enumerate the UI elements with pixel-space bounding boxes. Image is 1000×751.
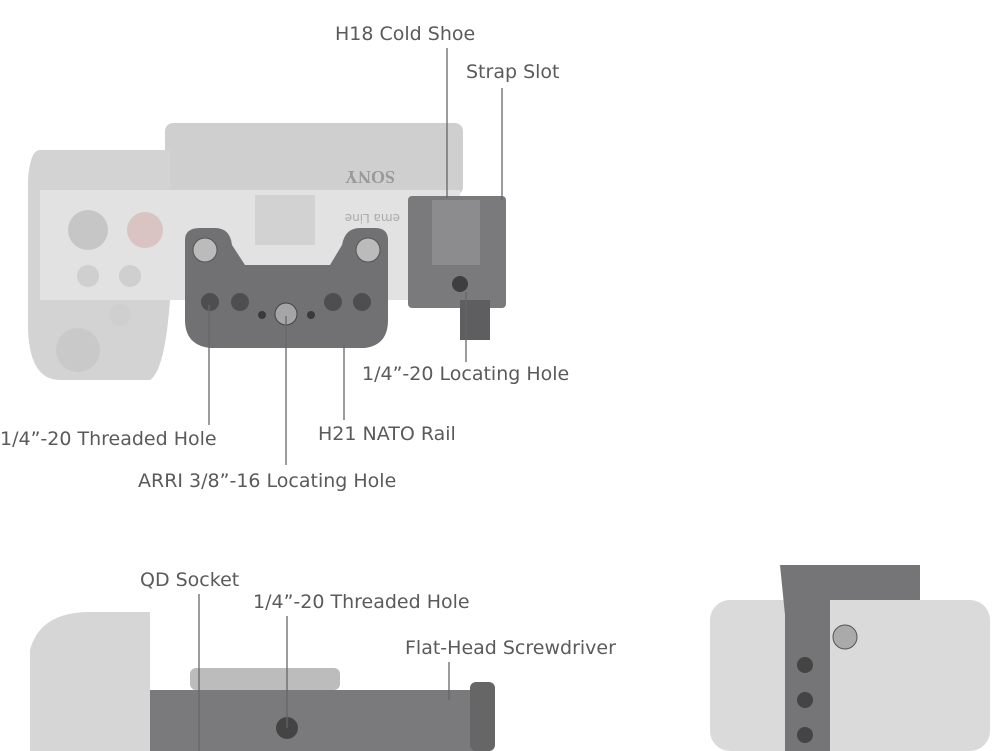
callout-cold-shoe: H18 Cold Shoe [335,23,476,45]
camera-model-text: ema Line [345,211,400,225]
callout-arri-hole: ARRI 3/8”-16 Locating Hole [138,470,397,492]
callout-screwdriver: Flat-Head Screwdriver [405,637,616,659]
nato-rail-plate [185,228,388,348]
camera-brand: SONY [345,167,395,187]
callout-threaded-hole: 1/4”-20 Threaded Hole [0,428,217,450]
camera-side-view [710,565,990,751]
leader-lines [198,48,503,751]
callout-nato-rail: H21 NATO Rail [318,423,456,445]
callout-bottom-threaded-hole: 1/4”-20 Threaded Hole [253,591,470,613]
camera-bottom-left-view [30,612,495,751]
callout-locating-hole: 1/4”-20 Locating Hole [362,363,570,385]
callout-qd-socket: QD Socket [140,569,240,591]
callout-strap-slot: Strap Slot [466,61,560,83]
cold-shoe-bracket [408,196,506,340]
